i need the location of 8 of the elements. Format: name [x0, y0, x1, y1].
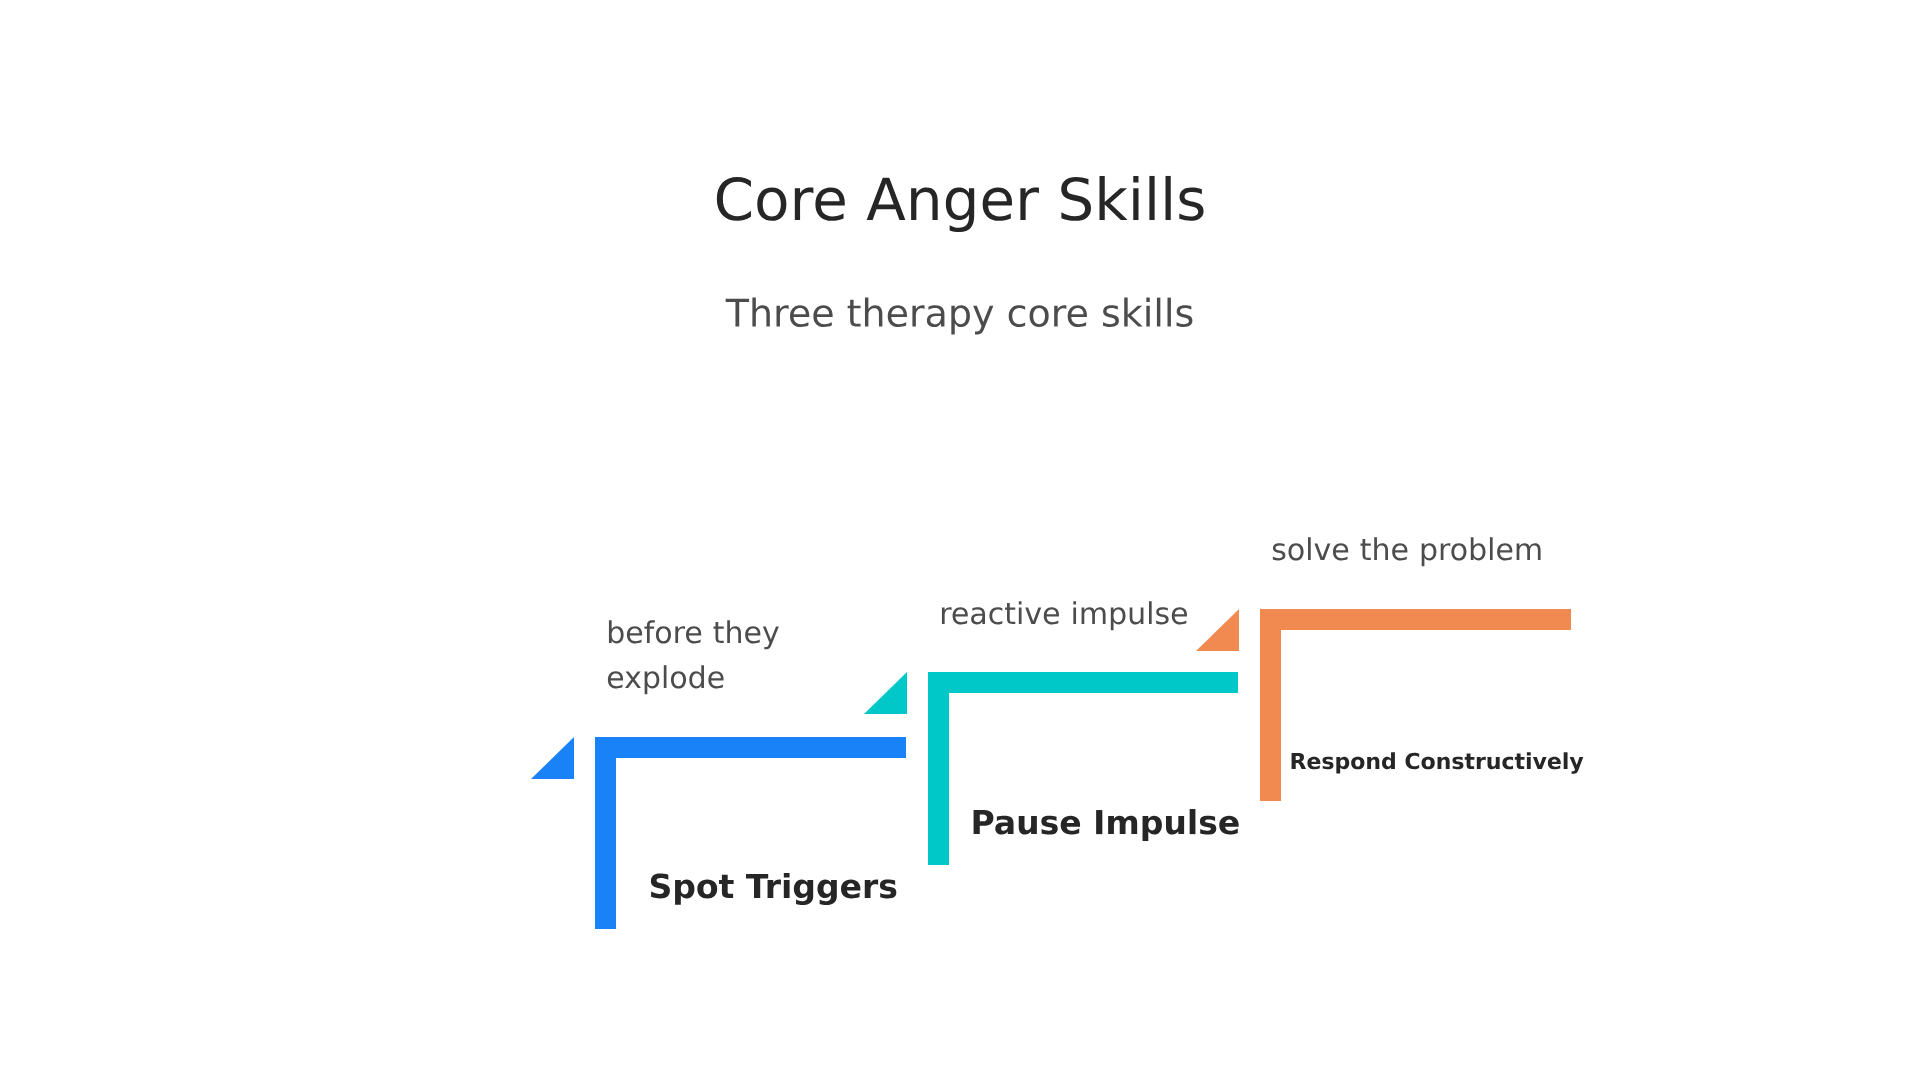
step-title: Pause Impulse	[973, 809, 1239, 841]
step-description: before they explode	[607, 620, 779, 695]
title: Core Anger Skills	[716, 175, 1204, 233]
step-description: solve the problem	[1272, 537, 1541, 567]
step-title: Spot Triggers	[650, 872, 897, 906]
step-title: Respond Constructively	[1291, 752, 1584, 774]
subtitle: Three therapy core skills	[725, 297, 1193, 335]
step-description: reactive impulse	[941, 601, 1187, 631]
